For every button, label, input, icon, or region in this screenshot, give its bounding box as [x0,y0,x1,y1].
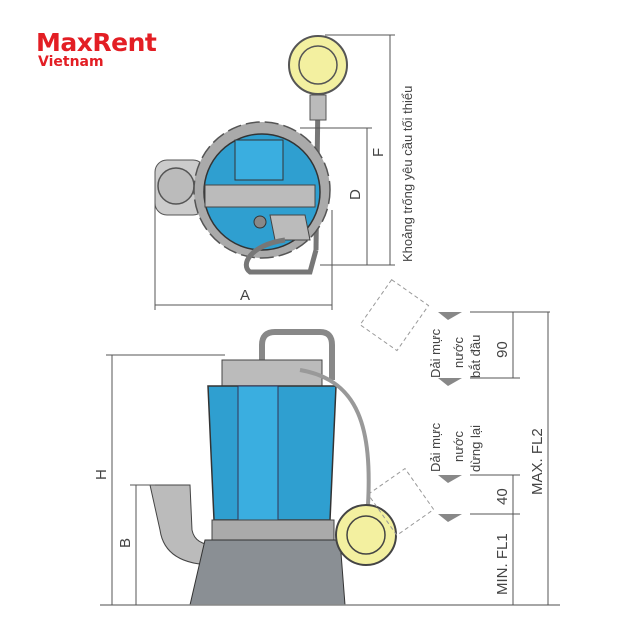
side-view: H B Dải mực nước bắt đầu 90 [93,278,560,606]
stop-range-line1: Dải mực [428,422,443,472]
stop-range-value: 40 [494,488,511,505]
dim-min-fl1: MIN. FL1 [494,514,514,605]
float-lower-ghost [367,467,435,537]
start-range-line3: bắt đầu [468,335,483,378]
dim-h-label: H [93,469,110,480]
top-handle-bar [204,184,316,208]
top-motor-block [234,139,284,181]
side-handle [259,329,335,380]
logo-brand: MaxRent [36,28,157,57]
dim-h: H [93,354,225,605]
top-outlet [154,159,206,216]
start-range-line2: nước [451,337,466,368]
start-range-value: 90 [494,341,511,358]
clearance-note: Khoảng trống yêu cầu tối thiểu [400,86,415,262]
float-upper-ghost [359,278,430,352]
side-strainer-base [189,539,346,606]
top-view: A D F Khoảng trống yêu cầu tối thiểu [154,34,415,310]
dim-f-label: F [370,148,387,157]
start-range: Dải mực nước bắt đầu 90 [428,311,550,379]
stop-range-line2: nước [451,431,466,462]
stop-range: Dải mực nước dừng lại 40 [428,422,520,515]
dim-a-label: A [240,287,250,304]
float-cable [299,368,371,506]
max-fl2-label: MAX. FL2 [529,428,546,495]
dim-a: A [154,190,333,310]
side-float-ball [335,504,397,566]
min-fl1-label: MIN. FL1 [494,533,511,595]
dim-max-fl2: MAX. FL2 [529,312,549,605]
dim-f: F [325,34,395,265]
logo-sub: Vietnam [38,54,104,70]
start-range-line1: Dải mực [428,328,443,378]
dim-d: D [300,127,395,266]
dim-b: B [117,484,155,605]
stop-range-line3: dừng lại [468,425,483,472]
dim-b-label: B [117,538,134,548]
dim-d-label: D [347,189,364,200]
